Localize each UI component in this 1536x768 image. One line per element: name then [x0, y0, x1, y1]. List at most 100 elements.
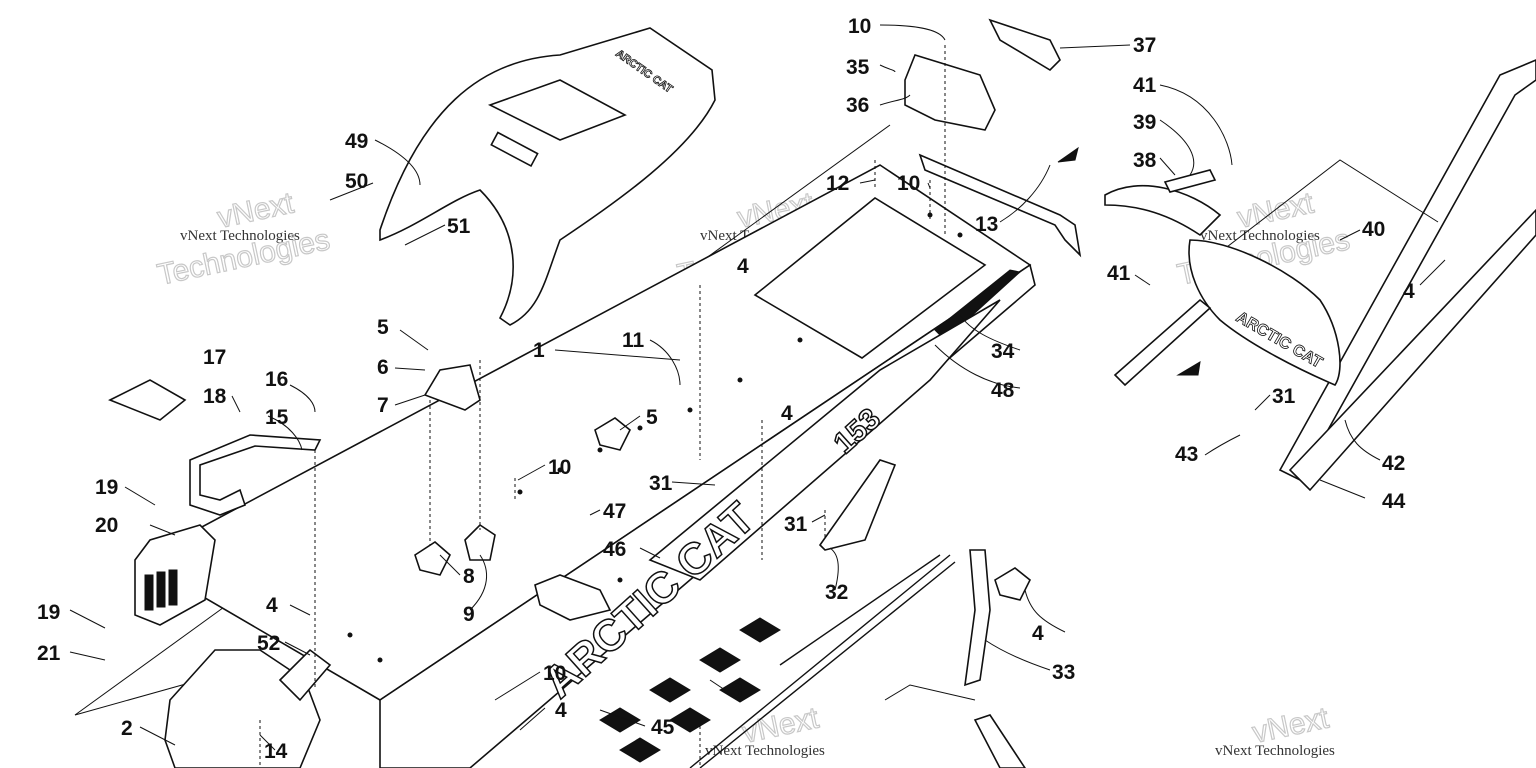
watermark-small-text: vNext Technologies [1215, 743, 1335, 759]
bracket-32 [818, 459, 897, 551]
taillight-bracket [918, 153, 1082, 258]
callout-35: 35 [846, 56, 870, 79]
callout-46: 46 [603, 538, 626, 561]
callout-48: 48 [991, 379, 1015, 402]
callout-8: 8 [463, 565, 475, 588]
bracket-17 [108, 379, 187, 421]
callout-42: 42 [1382, 452, 1405, 475]
callout-10: 10 [543, 662, 566, 685]
callout-4: 4 [555, 699, 567, 722]
watermark-small-text: vNext Technologies [705, 743, 825, 759]
callout-5: 5 [377, 316, 389, 339]
callout-43: 43 [1175, 443, 1198, 466]
bumper-lower-rail [1288, 208, 1536, 492]
tunnel-assembly: 153 ARCTIC CAT [74, 124, 1036, 768]
gasket-9 [464, 523, 496, 561]
callout-47: 47 [603, 500, 626, 523]
callout-15: 15 [265, 406, 289, 429]
rear-frame-lower [973, 714, 1026, 768]
strut-33 [964, 549, 991, 687]
seat-handle [490, 131, 539, 168]
callout-1: 1 [533, 339, 545, 362]
flap-lower-strap [1113, 298, 1212, 387]
callout-3: 3 [731, 680, 743, 703]
callout-31: 31 [1272, 385, 1296, 408]
callout-10: 10 [848, 15, 871, 38]
callout-45: 45 [651, 716, 675, 739]
leader-lines [69, 24, 1446, 751]
callout-40: 40 [1362, 218, 1385, 241]
callout-33: 33 [1052, 661, 1075, 684]
callout-14: 14 [264, 740, 288, 763]
watermark-1: vNext Technologies vNext Technologies [154, 186, 333, 293]
callout-31: 31 [784, 513, 808, 536]
callout-4: 4 [1403, 280, 1415, 303]
callout-12: 12 [826, 172, 849, 195]
gasket-5 [594, 417, 632, 451]
callout-20: 20 [95, 514, 118, 537]
rail-boundary [884, 684, 976, 701]
callout-4: 4 [1032, 622, 1044, 645]
slide-rail [689, 554, 951, 768]
callout-19: 19 [95, 476, 118, 499]
heat-shield-slot-2 [156, 571, 166, 608]
callout-7: 7 [377, 394, 389, 417]
callout-36: 36 [846, 94, 869, 117]
callout-18: 18 [203, 385, 227, 408]
tunnel-side-decal [648, 299, 1001, 581]
callout-labels: 10 37 35 36 41 39 38 49 50 51 12 10 13 4… [37, 15, 1415, 763]
callout-17: 17 [203, 346, 226, 369]
grab-bar-15 [189, 434, 322, 516]
callout-9: 9 [463, 603, 475, 626]
callout-49: 49 [345, 130, 368, 153]
callout-2: 2 [121, 717, 133, 740]
callout-5: 5 [646, 406, 658, 429]
mid-parts [278, 364, 1032, 768]
callout-38: 38 [1133, 149, 1157, 172]
callout-32: 32 [825, 581, 848, 604]
callout-11: 11 [622, 329, 645, 352]
watermark-6: vNext Technologies vNext [1215, 701, 1335, 759]
heat-shield-slot-3 [168, 569, 178, 606]
hinge-bracket-7 [423, 364, 481, 411]
callout-34: 34 [991, 340, 1015, 363]
flap-reflector [1163, 169, 1217, 193]
bracket-46 [534, 574, 612, 621]
callout-41: 41 [1107, 262, 1131, 285]
rear-bumper [1209, 59, 1536, 492]
rail-brace [779, 554, 941, 666]
callout-50: 50 [345, 170, 368, 193]
seat-cushion [379, 27, 716, 326]
callout-10: 10 [897, 172, 920, 195]
seat-top-panel [487, 79, 627, 141]
gasket-4 [994, 567, 1032, 601]
watermark-5: vNext Technologies vNext [705, 701, 825, 759]
callout-16: 16 [265, 368, 288, 391]
callout-31: 31 [649, 472, 673, 495]
taillight-housing [904, 54, 996, 131]
watermark-small-text: vNext Technologies [1200, 228, 1320, 244]
callout-13: 13 [975, 213, 998, 236]
callout-52: 52 [257, 632, 280, 655]
callout-19: 19 [37, 601, 60, 624]
tunnel-tread-pattern [599, 617, 781, 763]
mount-14 [278, 648, 332, 702]
watermark-small-text: vNext Technologies [180, 228, 300, 244]
fastener-lines [259, 45, 946, 768]
heat-shield-slot-1 [144, 574, 154, 611]
callout-44: 44 [1382, 490, 1406, 513]
bumper-boundary [1209, 159, 1439, 261]
gasket-8 [414, 541, 451, 576]
flap-bracket [1104, 184, 1222, 237]
callout-41: 41 [1133, 74, 1157, 97]
callout-4: 4 [737, 255, 749, 278]
callout-4: 4 [266, 594, 278, 617]
seat-assembly: ARCTIC CAT [379, 27, 716, 326]
callout-6: 6 [377, 356, 389, 379]
direction-arrow-upper [1057, 146, 1079, 163]
slide-rail-lower [699, 561, 956, 768]
callout-37: 37 [1133, 34, 1156, 57]
callout-51: 51 [447, 215, 471, 238]
taillight-assembly [904, 18, 1082, 258]
